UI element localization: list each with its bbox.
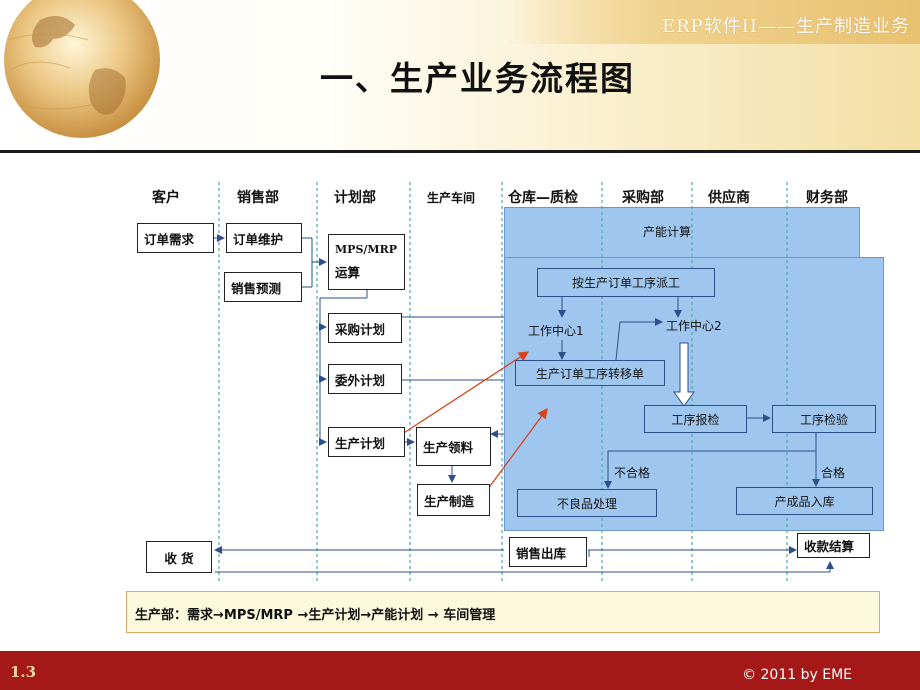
lane-header-sales: 销售部 <box>237 190 279 206</box>
report-inspect-box: 工序报检 <box>644 405 747 433</box>
order-maintain-box: 订单维护 <box>226 223 302 253</box>
defect-handling-box: 不良品处理 <box>517 489 657 517</box>
purchase-plan-box: 采购计划 <box>328 313 402 343</box>
transfer-box: 生产订单工序转移单 <box>515 360 665 386</box>
lane-header-finance: 财务部 <box>806 190 848 206</box>
sales-outbound-box: 销售出库 <box>509 537 587 567</box>
capacity-zone <box>504 207 860 259</box>
mps-mrp-line2: 运算 <box>335 265 361 280</box>
summary-text: 生产部：需求→MPS/MRP →生产计划→产能计划 → 车间管理 <box>135 608 496 623</box>
header-divider <box>0 150 920 153</box>
globe-icon <box>4 0 160 138</box>
mps-mrp-box: MPS/MRP 运算 <box>328 234 405 290</box>
summary-box: 生产部：需求→MPS/MRP →生产计划→产能计划 → 车间管理 <box>126 591 880 633</box>
payment-settlement-box: 收款结算 <box>797 533 870 558</box>
outsource-plan-box: 委外计划 <box>328 364 402 394</box>
receive-goods-box: 收 货 <box>146 541 212 573</box>
pass-label: 合格 <box>821 466 846 480</box>
reject-label: 不合格 <box>614 466 651 480</box>
finished-storage-box: 产成品入库 <box>736 487 873 515</box>
order-demand-box: 订单需求 <box>137 223 214 253</box>
lane-header-customer: 客户 <box>152 190 180 206</box>
mps-mrp-line1: MPS/MRP <box>335 243 397 256</box>
sales-forecast-box: 销售预测 <box>224 272 302 302</box>
copyright-text: © 2011 by EME <box>742 667 852 683</box>
footer-bar: 1.3 © 2011 by EME <box>0 651 920 690</box>
inspect-box: 工序检验 <box>772 405 876 433</box>
capacity-calc-label: 产能计算 <box>643 225 692 239</box>
production-make-box: 生产制造 <box>417 484 490 516</box>
page-number: 1.3 <box>10 663 37 681</box>
work-center-1-label: 工作中心1 <box>528 324 584 338</box>
dispatch-box: 按生产订单工序派工 <box>537 268 715 297</box>
lane-header-warehouse: 仓库—质检 <box>508 190 578 206</box>
deck-title: ERP软件II——生产制造业务 <box>661 16 910 37</box>
production-material-box: 生产领料 <box>416 427 491 466</box>
work-center-2-label: 工作中心2 <box>666 319 722 333</box>
slide-header: ERP软件II——生产制造业务 一、生产业务流程图 <box>0 0 920 150</box>
lane-header-planning: 计划部 <box>334 190 376 206</box>
workshop-zone <box>504 257 884 531</box>
slide-title: 一、生产业务流程图 <box>320 59 635 98</box>
production-plan-box: 生产计划 <box>328 427 405 457</box>
lane-header-supplier: 供应商 <box>708 190 750 206</box>
header-band <box>505 0 920 44</box>
lane-header-workshop: 生产车间 <box>427 191 476 205</box>
lane-header-purchasing: 采购部 <box>622 190 664 206</box>
